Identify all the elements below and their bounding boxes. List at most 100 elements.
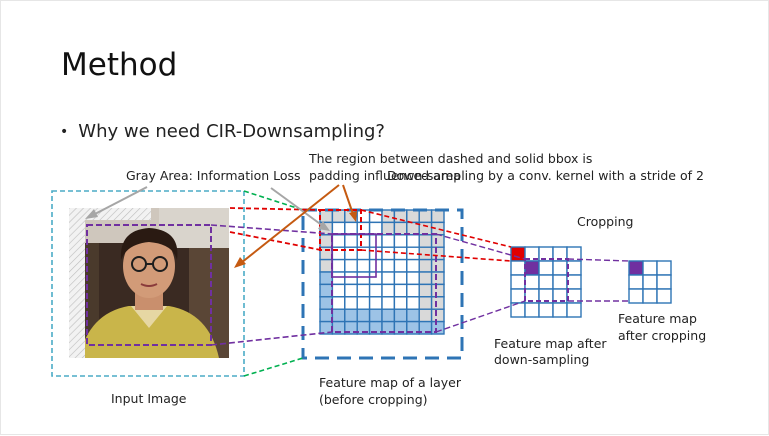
feature-cell <box>332 235 344 247</box>
ds-cell <box>553 275 567 289</box>
feature-cell <box>332 222 344 234</box>
input-image-frame <box>52 191 244 376</box>
feature-cell <box>320 309 332 321</box>
feature-cell <box>320 297 332 309</box>
ds-cell <box>525 261 539 275</box>
ds-cell <box>525 303 539 317</box>
feature-cell <box>357 222 369 234</box>
feature-cell <box>394 272 406 284</box>
feature-cell <box>419 272 431 284</box>
feature-map-cropped <box>629 261 671 303</box>
feature-cell <box>407 210 419 222</box>
feature-cell <box>419 210 431 222</box>
feature-cell <box>332 272 344 284</box>
connector-purple-1 <box>211 225 332 234</box>
feature-cell <box>382 247 394 259</box>
connector-green-1 <box>244 191 303 210</box>
feature-cell <box>382 309 394 321</box>
feature-cell <box>345 297 357 309</box>
feature-cell <box>370 284 382 296</box>
feature-cell <box>345 309 357 321</box>
feature-cell <box>407 309 419 321</box>
feature-cell <box>419 309 431 321</box>
cropping-label: Cropping <box>577 213 633 230</box>
feature-layer-label-line2: (before cropping) <box>319 391 428 408</box>
ds-cell <box>511 275 525 289</box>
feature-cell <box>419 260 431 272</box>
feature-cell <box>332 210 344 222</box>
feature-layer-label-line1: Feature map of a layer <box>319 374 461 391</box>
ds-cell <box>553 303 567 317</box>
feature-cell <box>320 235 332 247</box>
feature-cell <box>394 222 406 234</box>
feature-cell <box>419 222 431 234</box>
ds-cell <box>539 275 553 289</box>
feature-cell <box>357 210 369 222</box>
feature-map-downsampled <box>511 247 581 317</box>
input-image-label: Input Image <box>111 390 187 407</box>
feature-cell <box>357 235 369 247</box>
crop-cell <box>629 289 643 303</box>
feature-cell <box>432 297 444 309</box>
feature-cell <box>382 260 394 272</box>
feature-crop-label-line1: Feature map <box>618 310 697 327</box>
feature-cell <box>407 260 419 272</box>
feature-ds-label-line1: Feature map after <box>494 335 607 352</box>
feature-cell <box>320 260 332 272</box>
feature-cell <box>382 272 394 284</box>
feature-map-layer <box>320 210 444 334</box>
feature-cell <box>432 260 444 272</box>
feature-cell <box>357 309 369 321</box>
feature-cell <box>407 284 419 296</box>
feature-cell <box>432 272 444 284</box>
feature-cell <box>332 260 344 272</box>
crop-cell <box>657 289 671 303</box>
feature-cell <box>382 222 394 234</box>
feature-cell <box>394 235 406 247</box>
ds-cell <box>567 303 581 317</box>
feature-cell <box>394 297 406 309</box>
feature-cell <box>419 297 431 309</box>
gray-area-label: Gray Area: Information Loss <box>126 167 301 184</box>
crop-cell <box>643 289 657 303</box>
feature-cell <box>332 309 344 321</box>
feature-cell <box>419 235 431 247</box>
connector-green-2 <box>244 358 303 376</box>
feature-cell <box>345 260 357 272</box>
feature-cell <box>419 247 431 259</box>
feature-cell <box>432 322 444 334</box>
downsampling-label: Down-sampling by a conv. kernel with a s… <box>387 167 704 184</box>
crop-cell <box>643 275 657 289</box>
feature-cell <box>407 235 419 247</box>
image-bbox <box>87 225 211 345</box>
feature-cell <box>432 247 444 259</box>
gray-arrowhead-left <box>85 209 98 219</box>
crop-cell <box>657 275 671 289</box>
feature-cell <box>382 297 394 309</box>
ds-cell <box>539 303 553 317</box>
gray-arrow-right <box>271 188 323 226</box>
feature-cell <box>370 309 382 321</box>
feature-crop-label-line2: after cropping <box>618 327 706 344</box>
feature-cell <box>320 284 332 296</box>
feature-cell <box>394 260 406 272</box>
feature-cell <box>432 210 444 222</box>
feature-cell <box>357 260 369 272</box>
feature-cell <box>345 222 357 234</box>
feature-cell <box>345 235 357 247</box>
feature-cell <box>332 297 344 309</box>
crop-cell <box>643 261 657 275</box>
ds-cell <box>553 261 567 275</box>
feature-ds-label-line2: down-sampling <box>494 351 589 368</box>
feature-cell <box>432 284 444 296</box>
ds-cell <box>511 261 525 275</box>
crop-cell <box>629 261 643 275</box>
connector-purple-2 <box>211 332 332 345</box>
crop-cell <box>629 275 643 289</box>
feature-cell <box>345 272 357 284</box>
feature-cell <box>407 272 419 284</box>
feature-cell <box>332 284 344 296</box>
feature-cell <box>407 297 419 309</box>
